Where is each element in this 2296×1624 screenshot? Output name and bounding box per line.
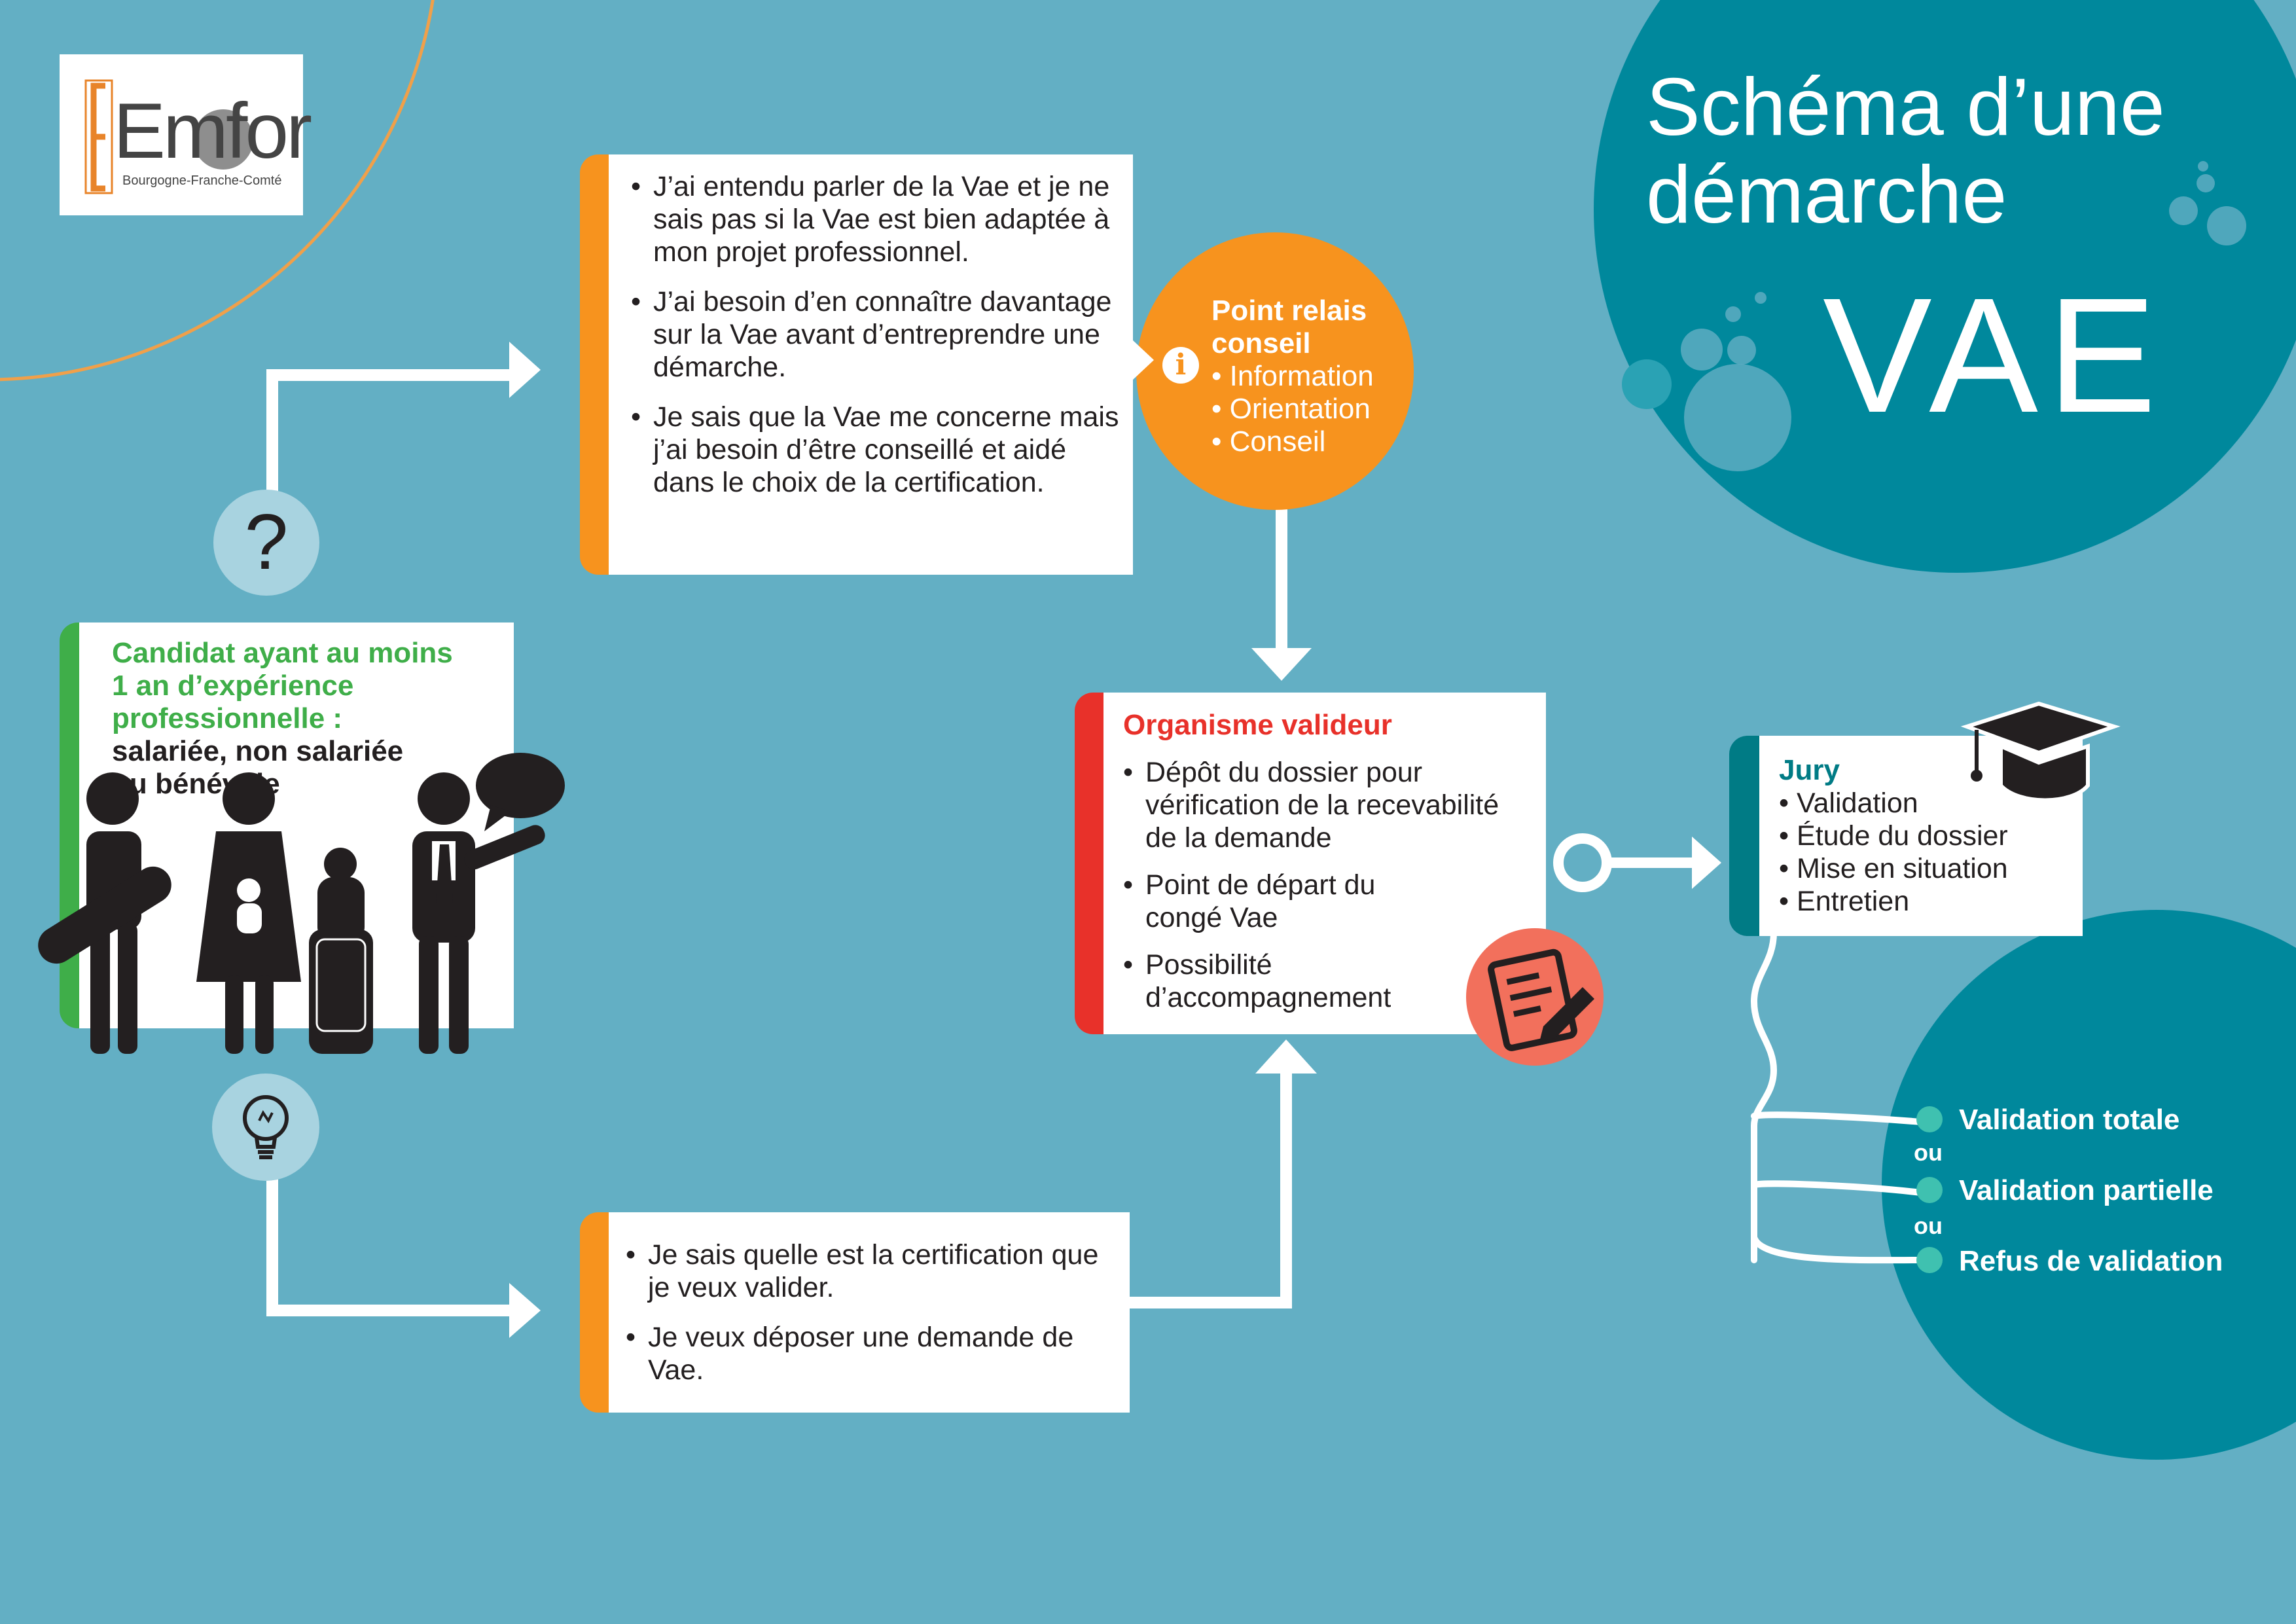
bubble bbox=[1755, 292, 1767, 304]
graduation-cap-icon bbox=[1960, 701, 2121, 803]
bubble bbox=[2169, 196, 2198, 225]
question-box: J’ai entendu parler de la Vae et je ne s… bbox=[580, 154, 1133, 575]
relay-item: • Conseil bbox=[1211, 425, 1326, 458]
logo-subtitle: Bourgogne-Franche-Comté bbox=[122, 173, 282, 188]
relay-title: Point relais conseil bbox=[1211, 295, 1367, 359]
bubble bbox=[2197, 174, 2215, 192]
bubble bbox=[1684, 364, 1791, 471]
connector-line bbox=[266, 1172, 509, 1316]
bubble bbox=[1622, 359, 1672, 409]
title-acronym: VAE bbox=[1823, 264, 2166, 446]
organisme-title: Organisme valideur bbox=[1123, 709, 1392, 741]
question-list: J’ai entendu parler de la Vae et je ne s… bbox=[631, 170, 1120, 499]
title-line2: démarche bbox=[1646, 150, 2007, 240]
candidate-line: professionnelle : bbox=[112, 702, 343, 734]
relay-pointer bbox=[1133, 340, 1154, 380]
list-item: Dépôt du dossier pour vérification de la… bbox=[1123, 756, 1533, 854]
bubble bbox=[1725, 306, 1741, 322]
result-partial: Validation partielle bbox=[1959, 1174, 2214, 1206]
arrow-head bbox=[509, 1283, 541, 1338]
question-badge: ? bbox=[213, 490, 319, 596]
organisme-box: Organisme valideur Dépôt du dossier pour… bbox=[1075, 693, 1546, 1034]
bubble bbox=[1727, 336, 1756, 365]
jury-item: • Étude du dossier bbox=[1779, 820, 2008, 852]
lightbulb-badge bbox=[212, 1074, 319, 1181]
title-line1: Schéma d’une bbox=[1646, 62, 2165, 153]
results-circle bbox=[1882, 910, 2296, 1460]
relay-circle: Point relais conseil • Information • Ori… bbox=[1136, 232, 1414, 510]
result-dot bbox=[1916, 1177, 1943, 1203]
emfor-logo-mark bbox=[84, 79, 253, 194]
idea-list: Je sais quelle est la certification que … bbox=[626, 1238, 1117, 1386]
document-pen-icon bbox=[1488, 948, 1594, 1051]
connector-line bbox=[266, 369, 509, 511]
list-item: Possibilité d’accompagnement bbox=[1123, 948, 1533, 1014]
jury-item: • Validation bbox=[1779, 787, 1918, 819]
candidate-line: 1 an d’expérience bbox=[112, 670, 354, 702]
logo: Emfor Bourgogne-Franche-Comté bbox=[60, 54, 312, 215]
document-pen-badge bbox=[1466, 928, 1604, 1066]
arrow-head bbox=[1251, 648, 1312, 681]
candidate-line: salariée, non salariée bbox=[112, 735, 404, 767]
list-item: Je sais que la Vae me concerne mais j’ai… bbox=[631, 401, 1120, 499]
jury-items: • Validation • Étude du dossier • Mise e… bbox=[1779, 787, 2076, 918]
candidate-text: Candidat ayant au moins 1 an d’expérienc… bbox=[112, 637, 453, 801]
bubble bbox=[1681, 329, 1723, 370]
list-item: Je veux déposer une demande de Vae. bbox=[626, 1321, 1117, 1386]
list-item: Je sais quelle est la certification que … bbox=[626, 1238, 1117, 1304]
relay-items: • Information • Orientation • Conseil bbox=[1211, 360, 1374, 458]
people-icon bbox=[38, 753, 565, 1054]
connector-node bbox=[1553, 833, 1612, 892]
arrow-head bbox=[1255, 1039, 1317, 1074]
list-item: J’ai entendu parler de la Vae et je ne s… bbox=[631, 170, 1120, 268]
relay-item: • Information bbox=[1211, 360, 1374, 392]
result-dot bbox=[1916, 1106, 1943, 1132]
jury-box: Jury • Validation • Étude du dossier • M… bbox=[1729, 736, 2083, 936]
lightbulb-icon bbox=[243, 1095, 289, 1159]
jury-title: Jury bbox=[1779, 754, 1840, 786]
idea-box: Je sais quelle est la certification que … bbox=[580, 1212, 1130, 1413]
list-item: Point de départ du congé Vae bbox=[1123, 869, 1533, 934]
list-item: J’ai besoin d’en connaître davantage sur… bbox=[631, 285, 1120, 384]
question-icon: ? bbox=[244, 498, 289, 586]
result-or: ou bbox=[1914, 1212, 1943, 1239]
organisme-list: Dépôt du dossier pour vérification de la… bbox=[1123, 756, 1533, 1014]
logo-word: Emfor bbox=[113, 87, 312, 175]
candidate-line: Candidat ayant au moins bbox=[112, 637, 453, 669]
arrow-head bbox=[1692, 837, 1721, 889]
info-icon: i bbox=[1162, 347, 1199, 384]
connector-line bbox=[1129, 1074, 1292, 1308]
result-or: ou bbox=[1914, 1139, 1943, 1166]
relay-item: • Orientation bbox=[1211, 393, 1371, 425]
wavy-connector bbox=[1750, 929, 1924, 1264]
jury-item: • Mise en situation bbox=[1779, 853, 2008, 884]
result-refusal: Refus de validation bbox=[1959, 1245, 2223, 1277]
bubble bbox=[2198, 161, 2208, 171]
bubble bbox=[2207, 206, 2246, 245]
result-dot bbox=[1916, 1247, 1943, 1273]
result-total: Validation totale bbox=[1959, 1104, 2180, 1136]
arrow-head bbox=[509, 342, 541, 398]
jury-item: • Entretien bbox=[1779, 886, 1910, 917]
